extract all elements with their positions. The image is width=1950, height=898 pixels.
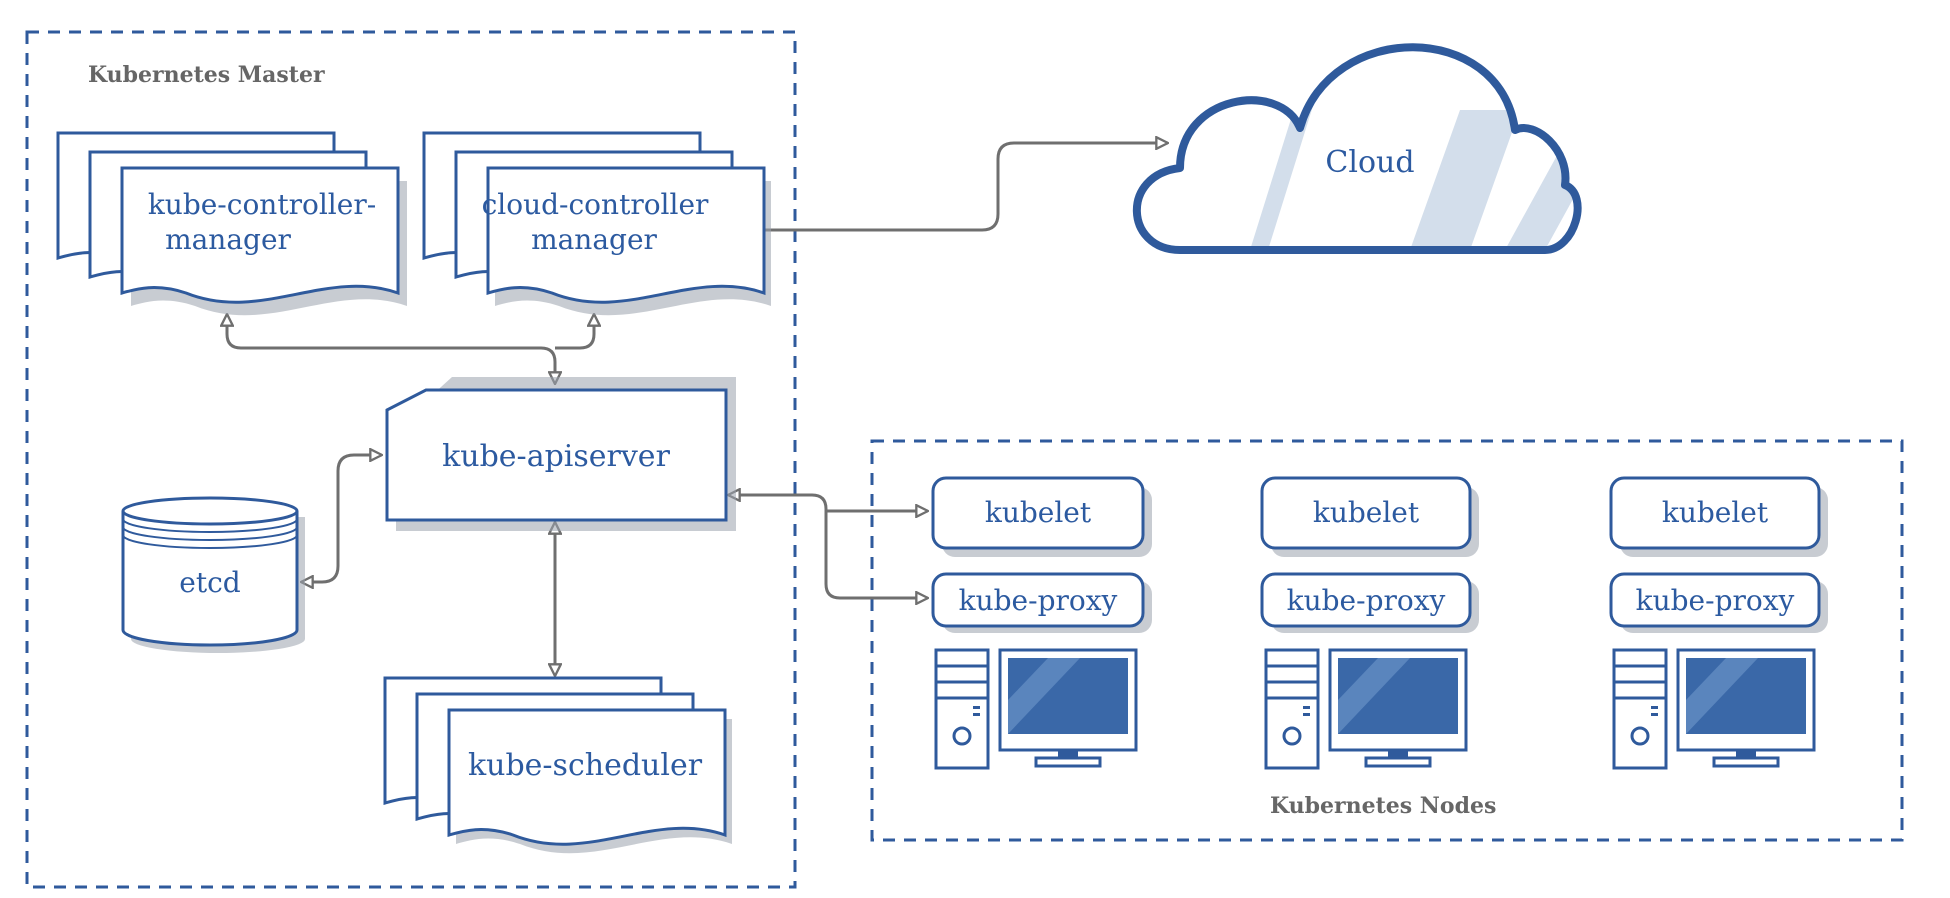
- cloud-controller-manager: cloud-controller manager: [422, 131, 771, 316]
- master-frame: [25, 30, 797, 889]
- etcd-label: etcd: [179, 566, 241, 599]
- node-3: kubelet kube-proxy: [1609, 476, 1828, 770]
- nodes-frame: [870, 439, 1904, 842]
- node-3-kube-proxy: kube-proxy: [1636, 584, 1795, 617]
- etcd-database: etcd: [121, 496, 305, 653]
- ccm-label-line2: manager: [531, 223, 657, 256]
- node-2: kubelet kube-proxy: [1260, 476, 1479, 770]
- kube-apiserver: kube-apiserver: [385, 377, 736, 531]
- node-1-kubelet: kubelet: [985, 496, 1092, 529]
- apiserver-label: kube-apiserver: [442, 439, 670, 474]
- kcm-label-line1: kube-controller-: [148, 188, 376, 221]
- node-2-kube-proxy: kube-proxy: [1287, 584, 1446, 617]
- computer-icon: [934, 648, 1138, 770]
- kcm-label-line2: manager: [165, 223, 291, 256]
- ccm-label-line1: cloud-controller: [482, 188, 709, 221]
- kube-scheduler: kube-scheduler: [383, 676, 732, 854]
- node-1: kubelet kube-proxy: [931, 476, 1152, 770]
- node-3-kubelet: kubelet: [1662, 496, 1769, 529]
- connector-etcd-api: [301, 455, 382, 582]
- connector-kcm-api: [227, 314, 555, 384]
- cloud-label: Cloud: [1325, 145, 1414, 180]
- connector-api-kubelet: [728, 495, 928, 511]
- computer-icon: [1612, 648, 1816, 770]
- connector-ccm-cloud: [762, 143, 1168, 232]
- scheduler-label: kube-scheduler: [468, 748, 703, 783]
- node-2-kubelet: kubelet: [1313, 496, 1420, 529]
- kube-controller-manager: kube-controller- manager: [56, 131, 407, 316]
- connector-ccm-api: [555, 314, 594, 350]
- cloud-icon: Cloud: [1132, 43, 1582, 254]
- connector-api-proxy: [824, 509, 928, 598]
- nodes-title: Kubernetes Nodes: [1270, 793, 1496, 819]
- master-title: Kubernetes Master: [88, 62, 325, 88]
- node-1-kube-proxy: kube-proxy: [959, 584, 1118, 617]
- computer-icon: [1264, 648, 1468, 770]
